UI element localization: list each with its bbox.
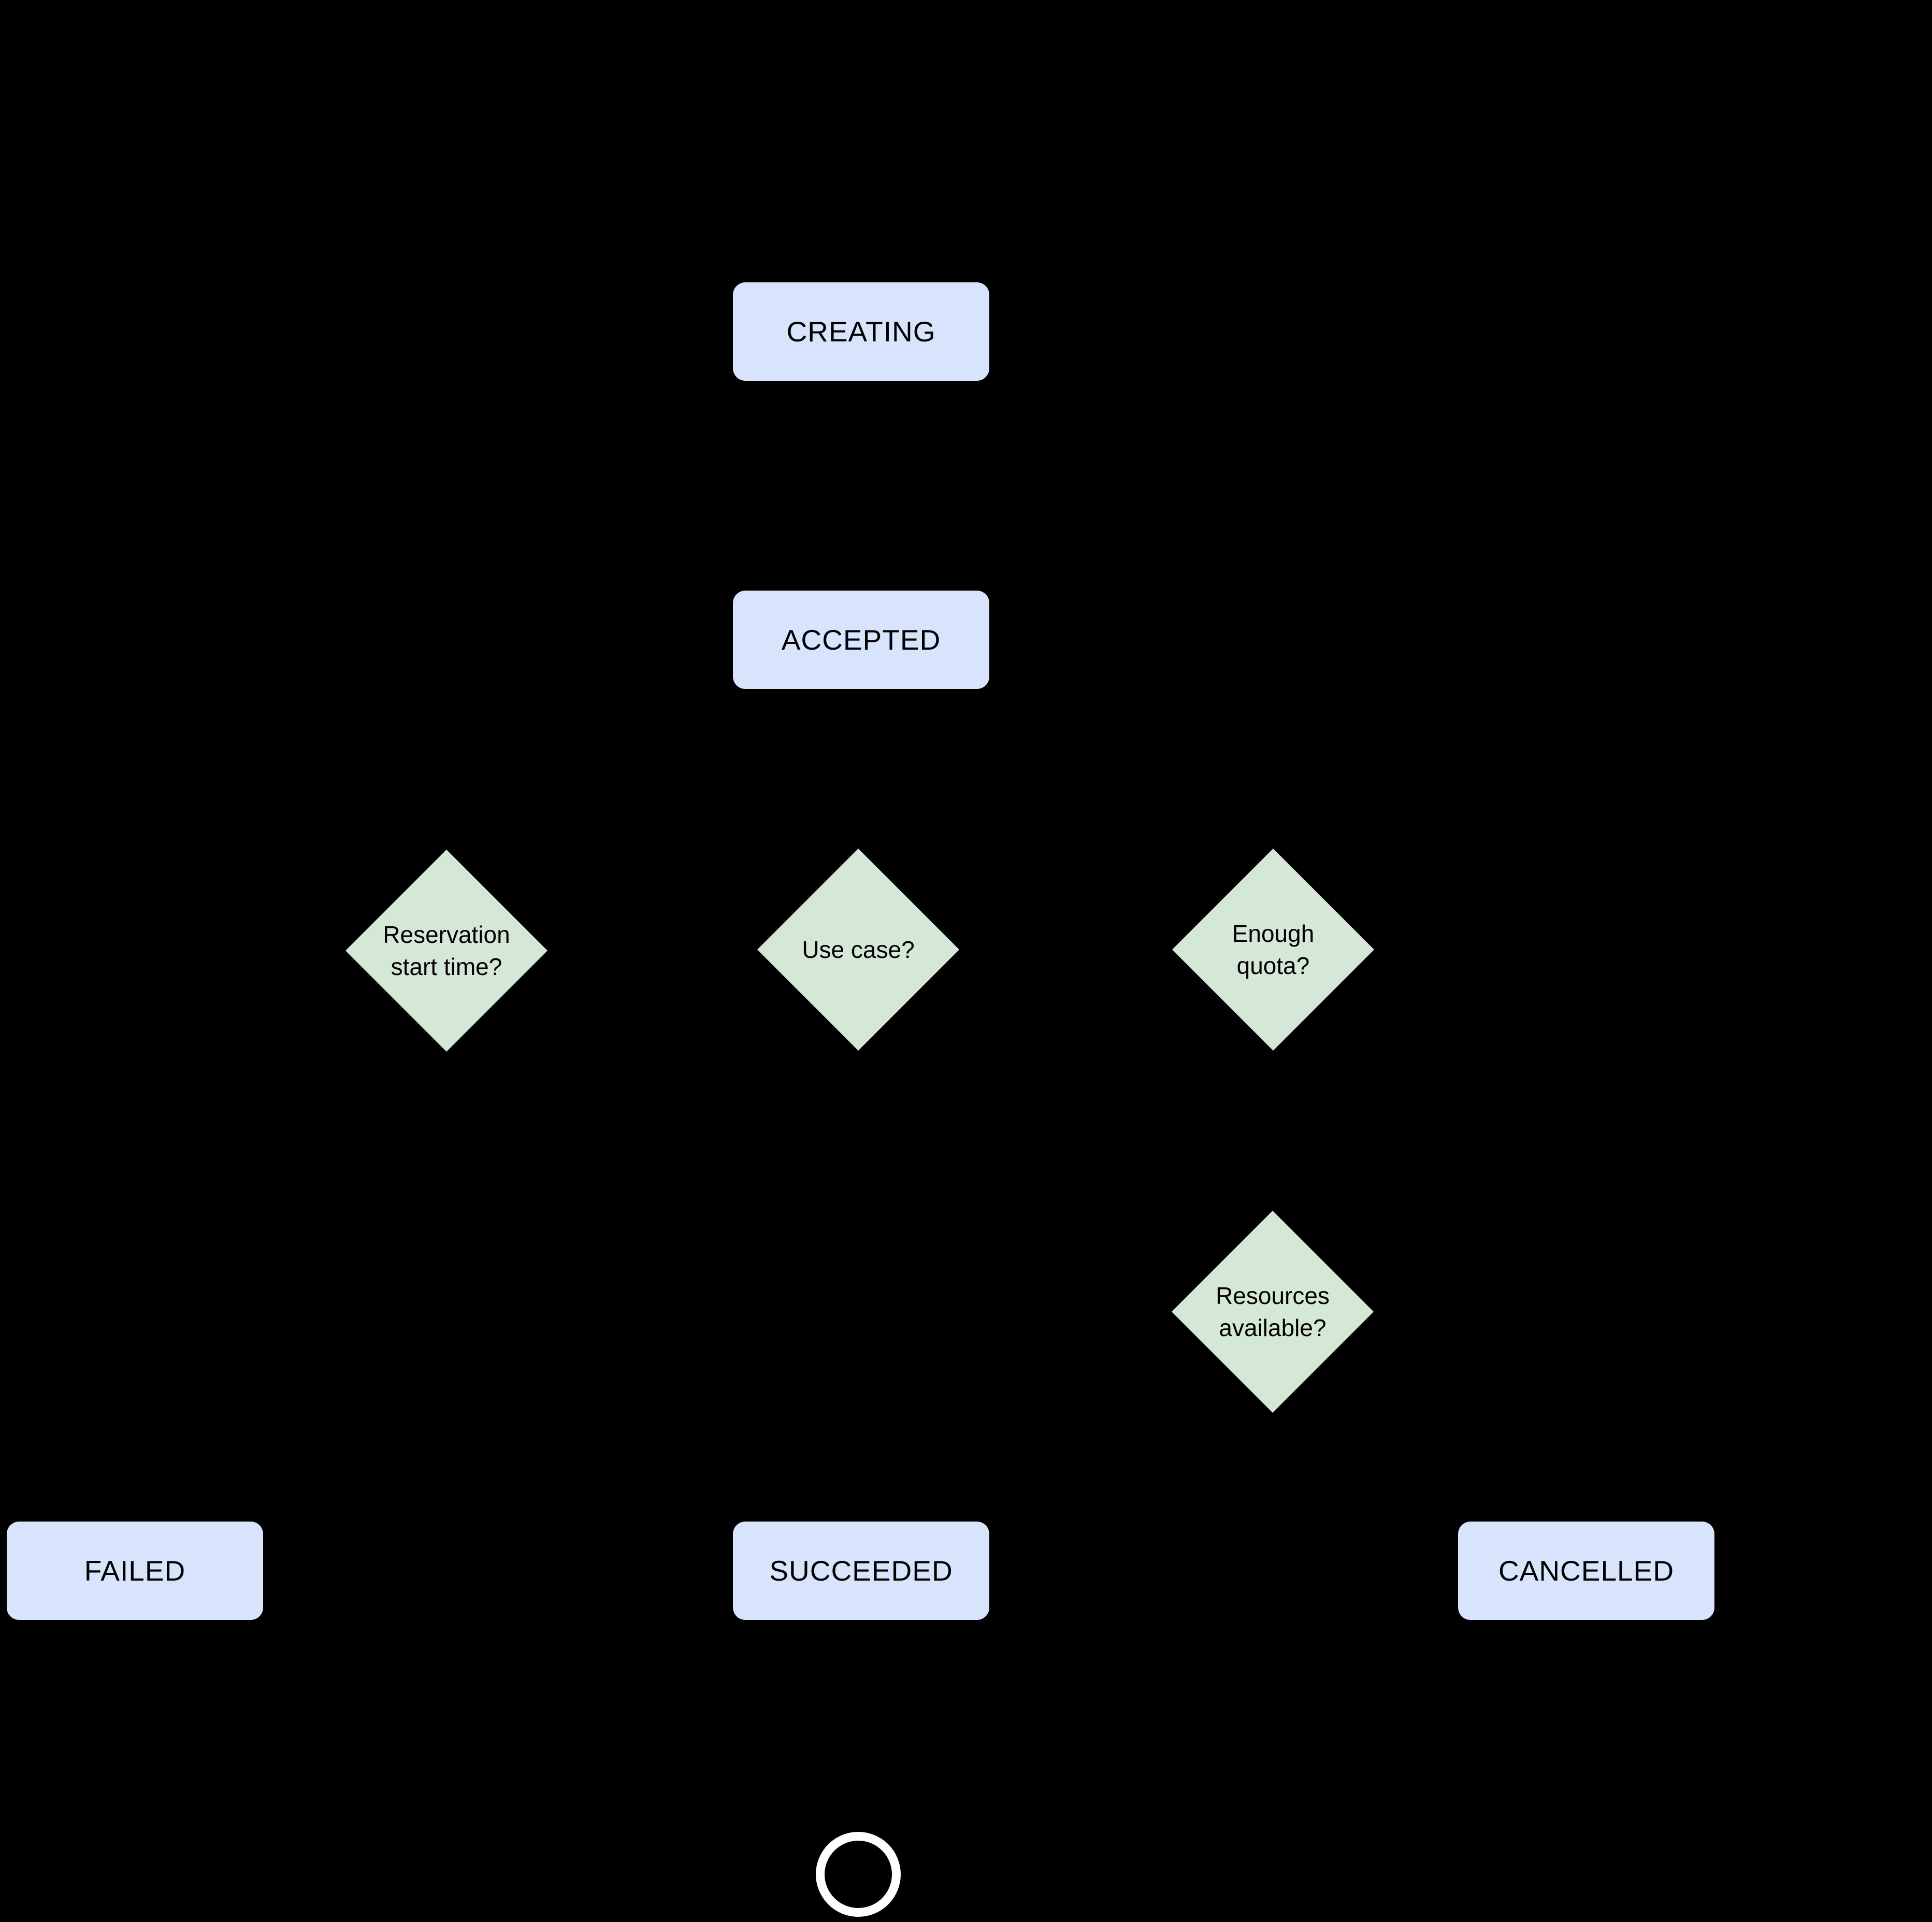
state-succeeded: SUCCEEDED [733,1522,989,1620]
state-accepted: ACCEPTED [733,591,989,689]
decision-use-case: Use case? [757,849,959,1051]
state-creating: CREATING [733,282,989,381]
decision-resources-available: Resources available? [1172,1211,1374,1413]
decision-reservation-start-time: Reservation start time? [345,850,547,1052]
state-cancelled: CANCELLED [1458,1522,1714,1620]
state-failed: FAILED [7,1522,263,1620]
decision-enough-quota: Enough quota? [1172,849,1374,1051]
end-state-circle-icon [816,1832,901,1917]
